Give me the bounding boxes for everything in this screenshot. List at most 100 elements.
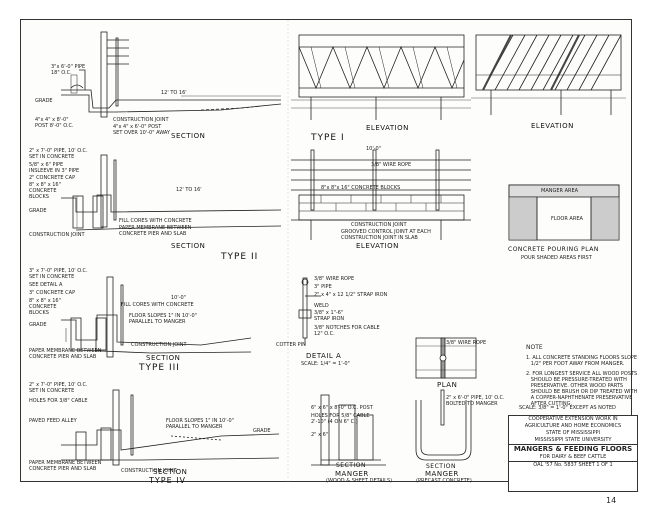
t2-elev-wire-callout: 3/8" WIRE ROPE bbox=[371, 162, 412, 168]
t3-blocks-callout: 8" x 8" x 16" CONCRETE BLOCKS bbox=[29, 298, 61, 316]
t2-blocks-callout: 8" x 8" x 16" CONCRETE BLOCKS bbox=[29, 182, 61, 200]
right-elevation-title: ELEVATION bbox=[531, 122, 574, 130]
type4-section-drawing bbox=[61, 389, 280, 466]
da-strap-callout: 2" x 4" x 12 1/2" STRAP IRON bbox=[314, 292, 388, 298]
precast-note: (PRECAST CONCRETE) bbox=[416, 478, 472, 484]
pour-manger-label: MANGER AREA bbox=[541, 188, 579, 194]
type4-label: TYPE IV bbox=[149, 476, 187, 485]
precast-label: MANGER bbox=[425, 470, 459, 478]
title-line4: MISSISSIPPI STATE UNIVERSITY bbox=[534, 437, 612, 443]
t2-pipe-callout: 2" x 7'-0" PIPE, 10' O.C. SET IN CONCRET… bbox=[29, 148, 88, 160]
da-notch-callout: 3/8" NOTCHES FOR CABLE 12" O.C. bbox=[314, 325, 380, 337]
t2-dim-callout: 12' TO 16' bbox=[176, 187, 202, 193]
manger-label: MANGER bbox=[335, 470, 369, 478]
pouring-plan-title: CONCRETE POURING PLAN bbox=[508, 246, 599, 253]
plan-drawing bbox=[415, 337, 477, 379]
t3-paper-callout: PAPER MEMBRANE BETWEEN CONCRETE PIER AND… bbox=[29, 348, 102, 360]
type1-section-title: SECTION bbox=[171, 132, 206, 140]
t1-pipe-callout: 3"x 6'-0" PIPE 18" O.C. bbox=[51, 64, 86, 76]
t3-cap-callout: 3" CONCRETE CAP bbox=[29, 290, 76, 296]
t4-grade-callout: GRADE bbox=[253, 428, 271, 434]
da-weld-callout: WELD bbox=[314, 303, 329, 309]
title-block: COOPERATIVE EXTENSION WORK IN AGRICULTUR… bbox=[508, 415, 638, 492]
t4-holes-callout: HOLES FOR 3/8" CABLE bbox=[29, 398, 88, 404]
da-pipe-callout: 3" PIPE bbox=[314, 284, 332, 290]
pour-floor-label: FLOOR AREA bbox=[551, 216, 583, 222]
t2-elev-control-callout: GROOVED CONTROL JOINT AT EACH CONSTRUCTI… bbox=[341, 229, 431, 241]
drawing-sheet: 3"x 6'-0" PIPE 18" O.C. GRADE 4"x 4" x 8… bbox=[20, 19, 638, 492]
right-elevation-drawing bbox=[471, 34, 626, 115]
t3-pipe-callout: 3" x 7'-0" PIPE, 10' O.C. SET IN CONCRET… bbox=[29, 268, 88, 280]
pouring-plan-subtitle: POUR SHADED AREAS FIRST bbox=[521, 255, 592, 261]
type3-section-drawing bbox=[61, 276, 252, 358]
scale-note: SCALE: 3/8" = 1'-0" EXCEPT AS NOTED bbox=[519, 405, 616, 411]
notes-block: NOTE 1. ALL CONCRETE STANDING FLOORS SLO… bbox=[526, 344, 641, 408]
detail-a-drawing bbox=[298, 277, 321, 345]
title-line3: STATE OF MISSISSIPPI bbox=[545, 430, 600, 436]
type1-elevation-title: ELEVATION bbox=[366, 124, 409, 132]
t2-paper-callout: PAPER MEMBRANE BETWEEN CONCRETE PIER AND… bbox=[119, 225, 192, 237]
t4-joint-callout: CONSTRUCTION JOINT bbox=[121, 468, 177, 474]
t3-grade-callout: GRADE bbox=[29, 322, 47, 328]
t2-elev-joint-callout: CONSTRUCTION JOINT bbox=[351, 222, 407, 228]
plan-title: PLAN bbox=[437, 381, 458, 389]
type1-section-drawing bbox=[61, 31, 282, 118]
type2-elevation-title: ELEVATION bbox=[356, 242, 399, 250]
t2-grade-callout: GRADE bbox=[29, 208, 47, 214]
page-number: 14 bbox=[606, 496, 617, 505]
title-line1: COOPERATIVE EXTENSION WORK IN bbox=[528, 416, 618, 422]
t2-wire-callout: 5/8" x 6" PIPE INSLEEVE IN 3" PIPE bbox=[29, 162, 80, 174]
t2-joint-callout: CONSTRUCTION JOINT bbox=[29, 232, 85, 238]
manger-note: (WOOD & SHEET DETAILS) bbox=[326, 478, 393, 484]
pc-pipe-callout: 2" x 6'-0" PIPE, 10' O.C. BOLTED TO MANG… bbox=[446, 395, 505, 407]
note-header: NOTE bbox=[526, 344, 543, 351]
manger-section-title: SECTION bbox=[336, 462, 366, 469]
t4-paper-callout: PAPER MEMBRANE BETWEEN CONCRETE PIER AND… bbox=[29, 460, 102, 472]
type1-label: TYPE I bbox=[311, 133, 345, 143]
t3-detail-callout: SEE DETAIL A bbox=[29, 282, 63, 288]
t1-posts-callout: 4"x 4" x 6'-0" POST SET OVER 10'-0" AWAY bbox=[113, 124, 170, 136]
type3-section-title: SECTION bbox=[146, 354, 181, 362]
type1-elevation-drawing bbox=[291, 34, 471, 120]
t2-fill-callout: FILL CORES WITH CONCRETE bbox=[119, 218, 192, 224]
t3-fill-callout: FILL CORES WITH CONCRETE bbox=[121, 302, 194, 308]
precast-manger-drawing bbox=[415, 389, 472, 461]
precast-section-title: SECTION bbox=[426, 463, 456, 470]
t3-dim-callout: 10'-0" bbox=[171, 295, 187, 301]
t1-grade-callout: GRADE bbox=[35, 98, 53, 104]
detail-a-scale: SCALE: 1/4" = 1'-0" bbox=[301, 361, 350, 367]
t1-joint-callout: CONSTRUCTION JOINT bbox=[113, 117, 169, 123]
t2-elev-blocks-callout: 8"x 8"x 16" CONCRETE BLOCKS bbox=[321, 185, 401, 191]
type2-section-title: SECTION bbox=[171, 242, 206, 250]
plan-wire-callout: 3/8" WIRE ROPE bbox=[446, 340, 487, 346]
t2-cap-callout: 2" CONCRETE CAP bbox=[29, 175, 76, 181]
technical-drawing bbox=[61, 20, 626, 483]
t1-dim-callout: 12' TO 16' bbox=[161, 90, 187, 96]
drawing-title: MANGERS & FEEDING FLOORS bbox=[509, 444, 637, 454]
title-line2: AGRICULTURE AND HOME ECONOMICS bbox=[524, 423, 622, 429]
t3-floor-callout: FLOOR SLOPES 1" IN 10'-0" PARALLEL TO MA… bbox=[129, 313, 197, 325]
t2-elev-dim-callout: 10'-0" bbox=[366, 146, 382, 152]
sheet-info: OAL '57 No. 5837 SHEET 1 OF 1 bbox=[509, 461, 637, 469]
note-2: 2. FOR LONGEST SERVICE ALL WOOD POSTS SH… bbox=[526, 371, 638, 407]
t1-post-callout: 4"x 4" x 8'-0" POST 8'-0" O.C. bbox=[35, 117, 74, 129]
type3-label: TYPE III bbox=[139, 363, 180, 373]
t3-joint-callout: CONSTRUCTION JOINT bbox=[131, 342, 187, 348]
m-bolt-callout: 2" x 6" bbox=[311, 432, 329, 438]
t4-floor-callout: FLOOR SLOPES 1" IN 10'-0" PARALLEL TO MA… bbox=[166, 418, 234, 430]
type2-elevation-drawing bbox=[291, 149, 471, 240]
da-strap2-callout: 3/8" x 1"-6" STRAP IRON bbox=[314, 310, 345, 322]
m-holes-callout: HOLES FOR 5/8" CABLE 2'-10" (4 ON 6" C.) bbox=[311, 413, 370, 425]
da-cotter-callout: COTTER PIN bbox=[276, 342, 306, 348]
detail-a-title: DETAIL A bbox=[306, 352, 342, 360]
note-1: 1. ALL CONCRETE STANDING FLOORS SLOPE 1/… bbox=[526, 355, 638, 367]
drawing-subtitle: FOR DAIRY & BEEF CATTLE bbox=[539, 454, 607, 460]
type2-label: TYPE II bbox=[221, 252, 259, 262]
manger-wood-drawing bbox=[311, 394, 386, 466]
pouring-plan-drawing bbox=[508, 184, 620, 241]
m-post-callout: 6" x 6" x 8'-0" O.C. POST bbox=[311, 405, 373, 411]
t4-pipe-callout: 2" x 7'-0" PIPE, 10' O.C. SET IN CONCRET… bbox=[29, 382, 88, 394]
type4-section-title: SECTION bbox=[153, 468, 188, 476]
da-wire-callout: 3/8" WIRE ROPE bbox=[314, 276, 355, 282]
type2-section-drawing bbox=[61, 154, 282, 231]
